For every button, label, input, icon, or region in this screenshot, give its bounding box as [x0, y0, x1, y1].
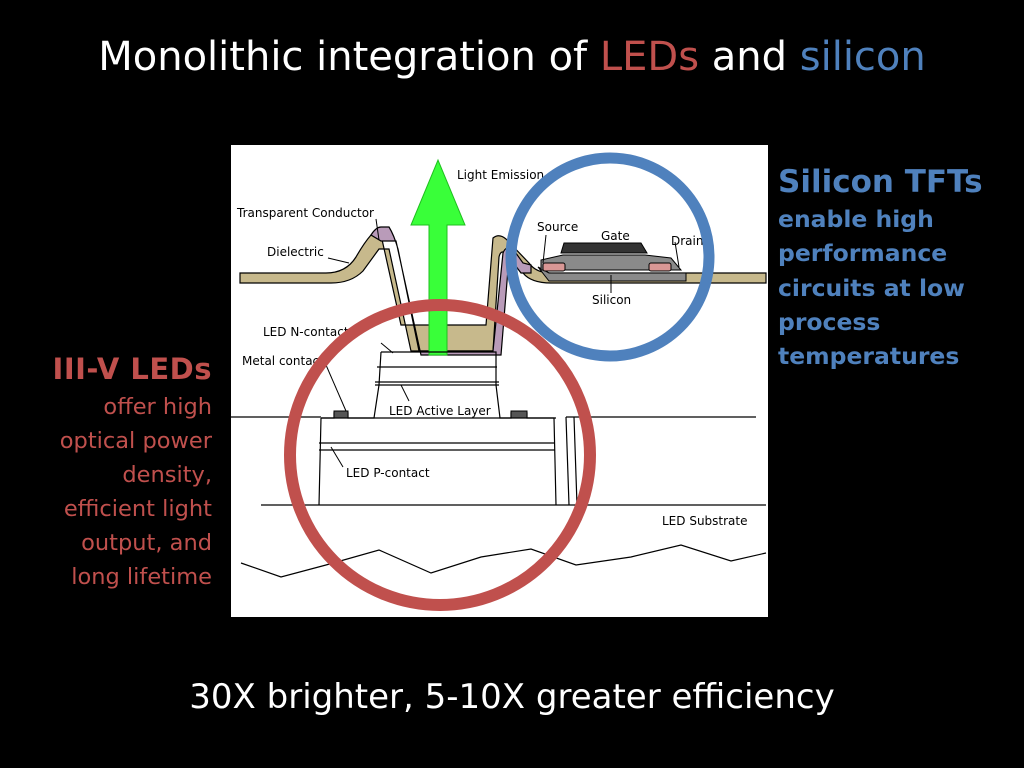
slide-footer: 30X brighter, 5-10X greater efficiency [189, 677, 835, 717]
leader-dielectric [327, 257, 350, 264]
label-metal-contact: Metal contact [242, 354, 324, 368]
metal-contact-left [333, 410, 349, 419]
led-lower-block [318, 417, 557, 506]
label-led-p-contact: LED P-contact [346, 466, 430, 480]
led-body-line: output, and [81, 530, 212, 556]
substrate-jagged-edge [240, 544, 767, 578]
label-light-emission: Light Emission [457, 168, 544, 182]
tft-description: Silicon TFTs enable high performance cir… [778, 162, 1018, 373]
trench-lines [565, 416, 578, 506]
label-gate: Gate [601, 229, 630, 243]
device-cross-section: Light Emission Transparent Conductor Die… [231, 145, 768, 617]
metal-contact-right [510, 410, 528, 419]
leader-metal-contact [325, 364, 347, 412]
label-led-active-layer: LED Active Layer [389, 404, 491, 418]
tft-body-line: process [778, 307, 881, 336]
slide-title: Monolithic integration of LEDs and silic… [0, 30, 1024, 84]
led-body-line: density, [122, 462, 212, 488]
title-silicon: silicon [799, 34, 926, 80]
tft-body-line: circuits at low [778, 273, 965, 302]
tft-body-line: enable high [778, 205, 934, 233]
dielectric-layer [239, 234, 767, 352]
led-body-line: efficient light [63, 496, 212, 522]
label-transparent-conductor: Transparent Conductor [236, 206, 374, 220]
led-heading: III-V LEDs [52, 352, 212, 386]
label-dielectric: Dielectric [267, 245, 324, 259]
tft-body-line: performance [778, 239, 948, 268]
label-led-substrate: LED Substrate [662, 514, 748, 528]
leader-conductor [375, 218, 380, 241]
tft-gate [560, 242, 648, 254]
label-led-n-contact: LED N-contact [263, 325, 349, 339]
tft-silicon-pad-right [648, 262, 672, 272]
tft-body: enable high performance circuits at low … [778, 202, 1018, 373]
label-silicon: Silicon [592, 293, 631, 307]
leader-active-layer [400, 384, 410, 402]
led-body-line: offer high [103, 394, 212, 420]
led-body-line: long lifetime [71, 564, 212, 590]
led-body-line: optical power [59, 428, 212, 454]
label-source: Source [537, 220, 578, 234]
led-description: III-V LEDs offer high optical power dens… [20, 350, 212, 594]
tft-body-line: temperatures [778, 342, 960, 371]
led-body: offer high optical power density, effici… [20, 390, 212, 594]
title-part-2: and [699, 34, 800, 80]
tft-silicon-pad-left [542, 262, 566, 272]
title-part-1: Monolithic integration of [98, 34, 600, 80]
tft-heading: Silicon TFTs [778, 164, 983, 200]
title-leds: LEDs [599, 34, 700, 80]
label-drain: Drain [671, 234, 703, 248]
cross-section-svg: Light Emission Transparent Conductor Die… [231, 158, 767, 578]
